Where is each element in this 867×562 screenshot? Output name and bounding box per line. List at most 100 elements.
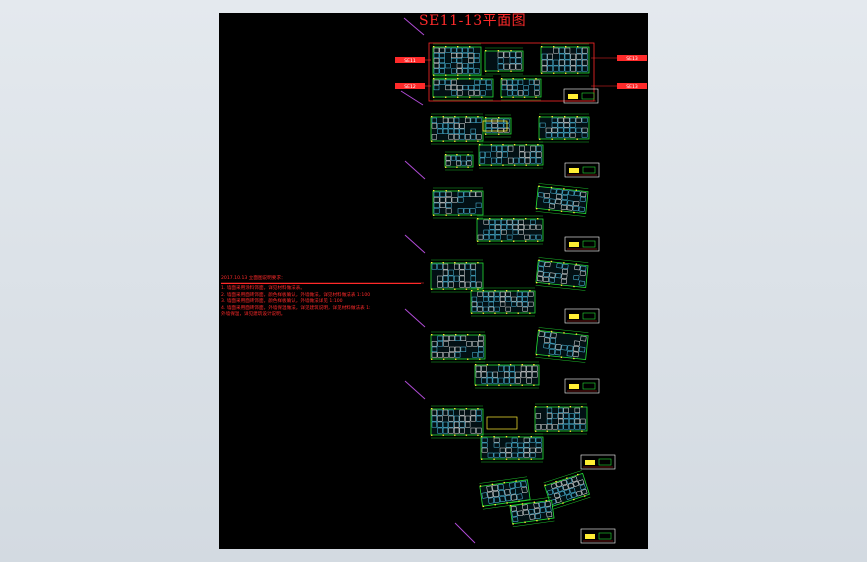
column-mark <box>445 190 447 192</box>
room <box>569 127 576 133</box>
column-mark <box>550 260 553 263</box>
column-mark <box>518 436 520 438</box>
room <box>496 157 502 164</box>
room <box>456 58 463 64</box>
column-mark <box>479 334 481 336</box>
column-mark <box>573 285 575 288</box>
room <box>437 415 443 422</box>
room <box>470 117 476 123</box>
room <box>555 497 562 504</box>
room <box>565 493 572 500</box>
room <box>523 437 530 443</box>
room <box>561 344 568 351</box>
room <box>569 117 576 123</box>
room <box>470 128 476 134</box>
design-notes: 2017.10.13 立面图说明要求： 1. 墙面采用涂料饰面，详见材料做法表。… <box>221 276 421 318</box>
room <box>495 229 501 235</box>
room <box>549 338 557 344</box>
key-plan-building <box>598 458 612 466</box>
room <box>492 377 498 384</box>
room <box>462 47 468 53</box>
column-mark <box>517 290 519 292</box>
building-outline <box>480 436 544 460</box>
column-mark <box>457 46 459 48</box>
room <box>448 123 454 129</box>
column-mark <box>506 502 508 504</box>
column-mark <box>564 116 566 118</box>
column-mark <box>539 138 541 140</box>
room <box>549 343 556 350</box>
room <box>462 85 469 91</box>
column-mark <box>501 78 503 80</box>
column-mark <box>498 364 500 366</box>
column-mark <box>548 355 550 357</box>
room <box>431 409 437 416</box>
room <box>524 157 531 164</box>
room <box>557 407 564 413</box>
column-mark <box>562 502 564 504</box>
room <box>536 145 542 152</box>
room <box>476 427 482 434</box>
room <box>499 452 506 458</box>
column-mark <box>513 144 516 146</box>
room <box>578 206 585 212</box>
column-mark <box>502 144 504 146</box>
room <box>546 418 553 424</box>
column-mark <box>486 364 489 366</box>
room <box>570 492 578 499</box>
room <box>471 296 478 302</box>
column-mark <box>431 140 433 142</box>
room <box>523 90 529 96</box>
room <box>519 145 525 152</box>
room <box>480 79 486 85</box>
room <box>559 53 565 60</box>
room <box>534 85 540 91</box>
room <box>481 437 488 443</box>
room <box>573 201 580 207</box>
room <box>501 229 507 235</box>
room <box>511 437 518 443</box>
room <box>445 85 451 91</box>
room <box>431 352 438 358</box>
room <box>559 59 565 66</box>
room <box>492 484 499 492</box>
column-mark <box>518 458 520 460</box>
room <box>468 47 474 53</box>
column-mark <box>521 384 523 386</box>
room <box>501 219 507 225</box>
column-mark <box>471 312 473 314</box>
room <box>462 63 468 69</box>
room <box>506 219 513 225</box>
column-mark <box>505 458 508 460</box>
room <box>489 229 495 235</box>
room <box>499 301 506 307</box>
column-mark <box>482 290 485 292</box>
plan-sheet-1 <box>428 42 599 104</box>
room <box>456 63 463 69</box>
room <box>576 490 583 497</box>
room <box>481 365 487 372</box>
room <box>557 117 564 123</box>
room <box>431 123 437 129</box>
building-outline <box>474 364 540 386</box>
room <box>466 155 472 161</box>
room <box>552 487 559 494</box>
room <box>522 301 528 307</box>
room <box>448 134 454 140</box>
room <box>547 53 553 60</box>
column-mark <box>548 518 550 520</box>
room <box>509 365 515 372</box>
column-mark <box>548 209 550 211</box>
room <box>448 128 454 134</box>
building-outline <box>430 334 486 360</box>
column-mark <box>553 72 555 74</box>
room <box>506 224 513 230</box>
room <box>564 65 571 72</box>
key-plan <box>564 236 600 252</box>
room <box>529 514 536 520</box>
column-mark <box>563 188 565 190</box>
room <box>460 346 467 352</box>
